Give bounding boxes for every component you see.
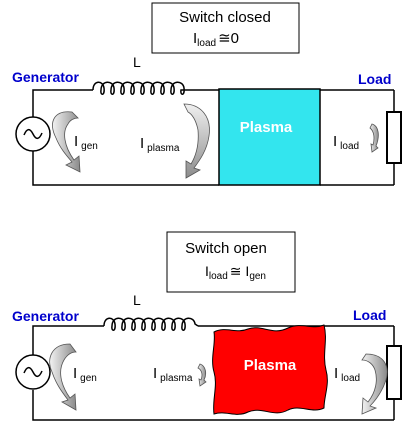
plasma-block-open	[212, 324, 328, 415]
load-label: Load	[353, 307, 386, 323]
current-arrow-icon	[52, 111, 81, 173]
switch-open-panel: Switch open Iload≅ Igen Generator L Load…	[12, 231, 402, 421]
generator-label: Generator	[12, 69, 79, 85]
plasma-label: Plasma	[244, 357, 297, 374]
switch-open-relation: Iload≅ Igen	[205, 263, 266, 282]
current-arrow-icon	[49, 343, 77, 411]
inductor-label: L	[133, 54, 141, 70]
plasma-label: Plasma	[240, 119, 293, 136]
switch-closed-panel: Switch closed Iload≅0 Generator L Load P…	[12, 2, 402, 186]
current-arrow-icon	[197, 363, 207, 387]
circuit-wires	[32, 89, 395, 186]
inductor-coil-icon	[103, 317, 199, 331]
switch-closed-title: Switch closed	[179, 9, 271, 26]
load-resistor-icon	[386, 111, 402, 164]
generator-label: Generator	[12, 308, 79, 324]
inductor-label: L	[133, 292, 141, 308]
current-arrow-icon	[183, 103, 210, 179]
load-resistor-icon	[386, 345, 402, 400]
inductor-coil-icon	[92, 81, 188, 95]
switch-open-box	[166, 231, 296, 293]
switch-closed-relation: Iload≅0	[193, 30, 239, 49]
current-arrow-icon	[361, 353, 388, 415]
load-label: Load	[358, 71, 391, 87]
plasma-block-closed	[218, 88, 321, 186]
switch-open-title: Switch open	[185, 240, 267, 257]
switch-closed-box	[151, 2, 300, 54]
current-arrow-icon	[369, 123, 379, 153]
ac-source-icon	[15, 116, 51, 152]
ac-source-icon	[15, 354, 51, 390]
